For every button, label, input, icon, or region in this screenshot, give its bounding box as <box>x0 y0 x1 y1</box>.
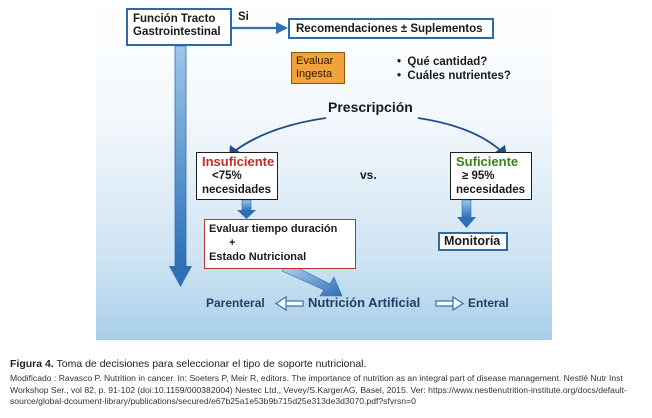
insufficient-needs: necesidades <box>202 184 272 196</box>
question-nutrients: • Cuáles nutrientes? <box>397 70 511 82</box>
functional-tract-line1: Función Tracto <box>133 13 216 25</box>
evaluate-intake-box: Evaluar Ingesta <box>291 52 345 84</box>
caption-label: Figura 4. <box>10 358 54 370</box>
arrow-to-parenteral <box>274 295 304 312</box>
bullet: • <box>397 70 402 82</box>
insufficient-threshold: <75% <box>212 170 242 182</box>
evaluate-duration-line3: Estado Nutricional <box>209 251 307 263</box>
question-nutrients-text: Cuáles nutrientes? <box>407 70 511 82</box>
parenteral-label: Parenteral <box>206 296 265 310</box>
evaluate-duration-box: Evaluar tiempo duración + Estado Nutrici… <box>204 219 356 269</box>
sufficient-needs: necesidades <box>456 184 526 196</box>
question-quantity-text: Qué cantidad? <box>407 56 488 68</box>
arrow-to-monitoring <box>457 199 476 228</box>
figure-caption: Figura 4. Toma de decisiones para selecc… <box>10 358 645 408</box>
insufficient-box: Insuficiente <75% necesidades <box>196 152 278 200</box>
arrow-to-enteral <box>435 295 465 312</box>
recommendations-label: Recomendaciones ± Suplementos <box>296 23 483 35</box>
monitoring-box: Monitoría <box>438 232 508 251</box>
prescription-label: Prescripción <box>328 99 413 115</box>
question-quantity: • Qué cantidad? <box>397 56 487 68</box>
sufficient-title: Suficiente <box>456 154 519 169</box>
bullet: • <box>397 56 402 68</box>
functional-tract-box: Función Tracto Gastrointestinal <box>126 8 232 46</box>
monitoring-label: Monitoría <box>444 234 501 248</box>
yes-label: Si <box>238 11 249 23</box>
evaluate-duration-plus: + <box>229 237 236 249</box>
functional-tract-line2: Gastrointestinal <box>133 26 221 38</box>
evaluate-intake-line2: Ingesta <box>296 68 333 80</box>
artificial-nutrition-label: Nutrición Artificial <box>308 295 421 310</box>
recommendations-box: Recomendaciones ± Suplementos <box>288 18 494 39</box>
sufficient-box: Suficiente ≥ 95% necesidades <box>450 152 532 200</box>
evaluate-intake-line1: Evaluar <box>296 55 334 67</box>
sufficient-threshold: ≥ 95% <box>462 170 495 182</box>
versus-label: vs. <box>360 168 377 182</box>
caption-source: Modificado : Ravasco P. Nutrition in can… <box>10 373 627 406</box>
enteral-label: Enteral <box>468 296 509 310</box>
insufficient-title: Insuficiente <box>202 154 275 169</box>
evaluate-duration-line1: Evaluar tiempo duración <box>209 223 338 235</box>
arrow-tract-down <box>169 45 192 287</box>
caption-text: Toma de decisiones para seleccionar el t… <box>56 358 367 370</box>
arrow-yes <box>232 22 288 34</box>
arrow-to-evaluate-duration <box>237 199 256 219</box>
